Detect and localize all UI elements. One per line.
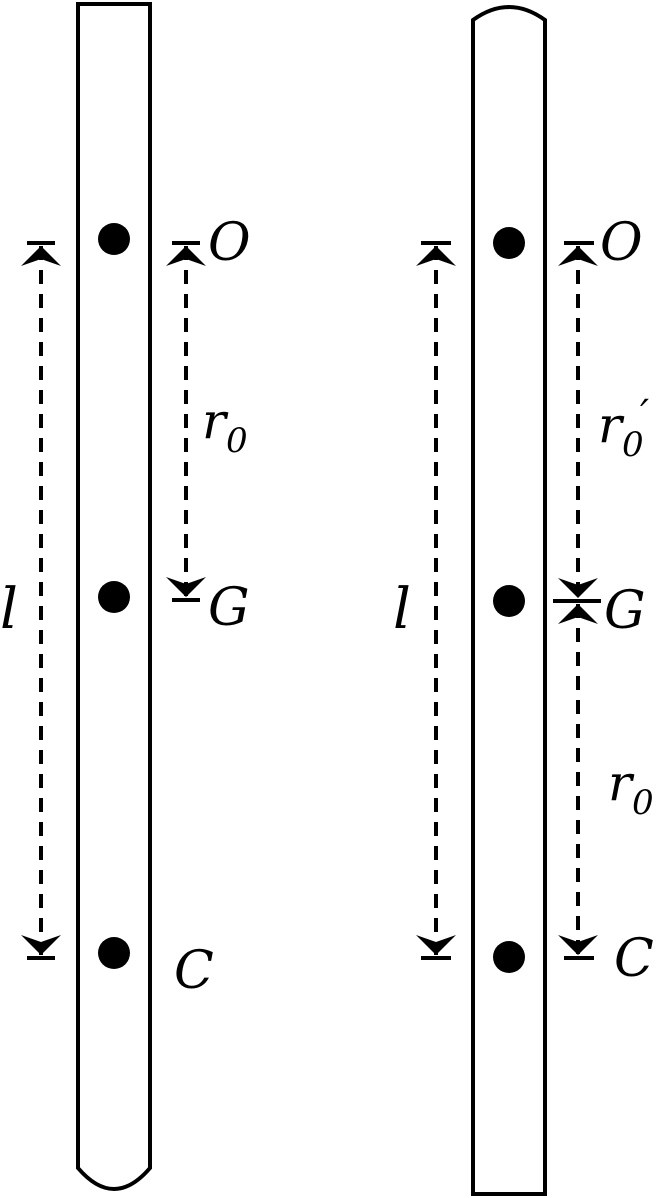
right-label-l: l [393,577,411,642]
right-diagram: O G C l r 0 ′ r 0 [393,5,654,1196]
left-center-dot [98,937,130,969]
left-label-c: C [174,941,214,1001]
right-r0prime-base: r [598,396,625,454]
right-cg-dot [493,585,525,617]
right-r0-sub: 0 [632,783,654,823]
left-pivot-dot [98,223,130,255]
left-label-o: O [208,213,251,273]
right-center-dot [493,941,525,973]
left-r0-base: r [202,392,229,450]
right-label-r0prime: r 0 ′ [598,392,649,465]
left-diagram: O G C l r 0 [0,2,251,1191]
left-r0-sub: 0 [226,421,248,461]
right-r0-base: r [608,754,635,812]
right-label-g: G [604,581,646,641]
right-label-r0: r 0 [608,754,654,823]
left-label-r0: r 0 [202,392,248,461]
left-label-g: G [208,578,250,638]
right-label-c: C [614,929,654,989]
left-label-l: l [0,577,18,642]
left-cg-dot [98,581,130,613]
right-label-o: O [600,213,643,273]
right-pivot-dot [493,227,525,259]
right-r0prime-sub: 0 [622,425,644,465]
right-r0prime-prime: ′ [640,392,649,438]
